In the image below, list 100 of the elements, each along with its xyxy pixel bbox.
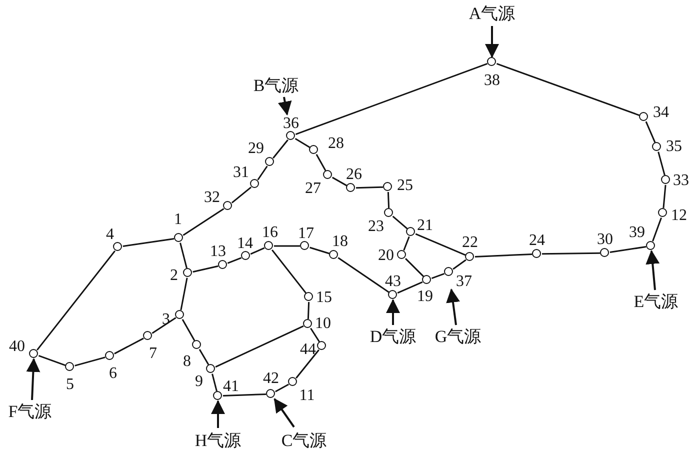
node-number: 25	[396, 176, 414, 194]
arrow	[386, 299, 400, 325]
pipe-line	[496, 63, 640, 116]
arrow	[211, 400, 225, 428]
source-label: G气源	[434, 327, 482, 347]
pipe-line	[222, 393, 266, 397]
node-number: 28	[327, 134, 345, 152]
node-number: 32	[203, 188, 221, 206]
node-number: 29	[247, 140, 265, 156]
node-number: 5	[65, 376, 75, 392]
pipe-line	[542, 252, 600, 255]
source-label: F气源	[8, 402, 52, 422]
node-number: 37	[455, 272, 473, 290]
pipe-line	[295, 63, 488, 135]
pipe-line	[610, 246, 646, 253]
pipe-line	[662, 184, 666, 208]
node-number: 19	[416, 288, 434, 304]
pipe-line	[296, 349, 320, 379]
pipe-line	[431, 273, 445, 279]
node-number: 26	[345, 166, 363, 182]
pipe-line	[74, 356, 106, 366]
arrow	[485, 26, 499, 58]
node-number: 6	[108, 364, 118, 382]
node-number: 18	[331, 232, 349, 250]
node-number: 44	[299, 340, 317, 358]
node-number: 22	[461, 234, 479, 250]
node-number: 17	[297, 224, 315, 242]
pipe-line	[227, 257, 242, 264]
node-number: 9	[194, 372, 204, 390]
pipe-line	[387, 192, 390, 208]
pipe-line	[307, 302, 310, 320]
source-label: D气源	[370, 327, 416, 347]
pipe-line	[474, 253, 532, 258]
pipe-line	[198, 348, 210, 366]
pipe-line	[658, 152, 666, 176]
pipe-line	[645, 121, 656, 143]
node-number: 12	[670, 206, 688, 224]
arrow	[646, 250, 660, 290]
node-number: 36	[282, 114, 300, 132]
pipe-line	[397, 281, 423, 294]
node-number: 8	[182, 352, 192, 370]
arrow	[274, 398, 295, 428]
node-number: 13	[209, 242, 227, 260]
pipe-line	[338, 257, 390, 293]
pipe-line	[231, 186, 252, 204]
node-number: 38	[483, 72, 501, 88]
node-number: 10	[314, 314, 332, 332]
node-number: 33	[672, 172, 690, 188]
pipe-line	[182, 318, 196, 342]
pipe-line	[652, 217, 662, 242]
pipe-line	[180, 242, 188, 268]
node-number: 4	[105, 226, 115, 242]
pipe-line	[294, 138, 310, 148]
node-number: 30	[596, 230, 614, 248]
node-number: 16	[261, 224, 279, 240]
node-number: 41	[222, 378, 240, 394]
node-number: 11	[298, 386, 316, 404]
node-number: 31	[232, 164, 250, 180]
pipe-line	[356, 186, 384, 189]
pipe-line	[452, 259, 466, 270]
node-number: 35	[665, 138, 683, 154]
pipe-line	[192, 265, 218, 273]
source-label: A气源	[468, 4, 516, 24]
pipe-line	[275, 384, 289, 392]
node-number: 24	[528, 232, 546, 248]
pipe-line	[38, 355, 66, 366]
pipe-line	[215, 325, 304, 368]
arrow	[446, 288, 460, 326]
pipe-line	[272, 249, 306, 294]
node-number: 14	[236, 234, 254, 252]
node-number: 39	[628, 224, 646, 240]
pipe-line	[316, 154, 326, 171]
source-label: C气源	[281, 431, 327, 451]
node-number: 21	[416, 216, 434, 234]
pipe-line	[212, 374, 218, 392]
pipe-line	[36, 250, 116, 351]
pipe-line	[392, 216, 408, 230]
pipe-line	[257, 166, 268, 180]
pipe-line	[182, 208, 224, 236]
node-number: 40	[8, 338, 26, 354]
node-number: 2	[169, 266, 179, 284]
pipe-line	[274, 245, 300, 247]
node-number: 43	[384, 272, 402, 290]
node-number: 1	[173, 210, 183, 228]
source-label: H气源	[194, 431, 242, 451]
pipe-line	[403, 236, 410, 251]
pipe-line	[180, 278, 188, 310]
pipe-line	[114, 338, 144, 354]
node-number: 23	[367, 218, 385, 234]
arrow	[278, 96, 292, 116]
pipe-line	[415, 233, 466, 256]
node-number: 20	[377, 246, 395, 264]
pipe-line	[310, 328, 320, 342]
node-number: 42	[262, 370, 280, 386]
source-label: B气源	[253, 76, 299, 96]
source-label: E气源	[634, 292, 678, 312]
pipe-line	[250, 247, 265, 255]
pipe-line	[405, 258, 424, 277]
pipe-line	[152, 317, 176, 334]
arrow	[26, 358, 40, 400]
